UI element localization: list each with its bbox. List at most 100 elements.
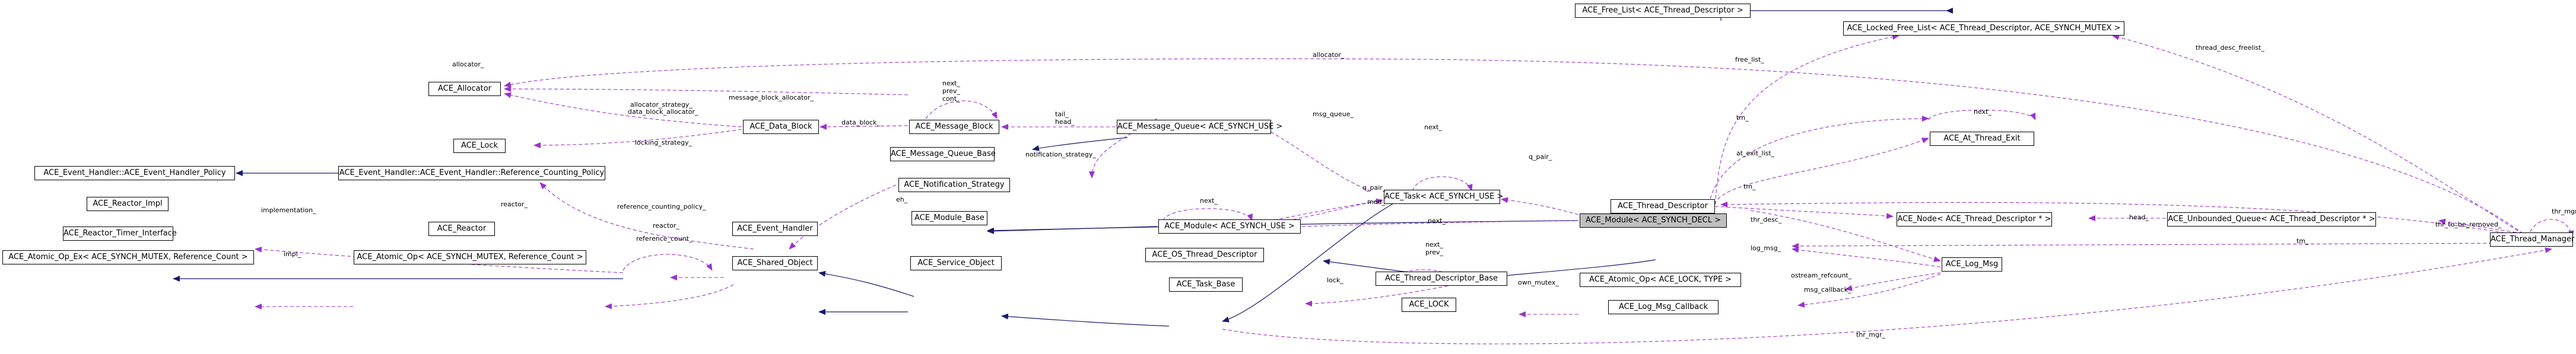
label-data-block: data_block_ bbox=[841, 119, 880, 126]
label-reference-counting-policy: reference_counting_policy_ bbox=[617, 203, 706, 211]
edge-uq-tm bbox=[2438, 218, 2529, 235]
edge-task-self bbox=[1412, 176, 1473, 192]
label-next-at: next_ bbox=[1974, 108, 1991, 116]
edge-tm-self bbox=[2527, 219, 2574, 238]
node-log-msg[interactable]: ACE_Log_Msg bbox=[1942, 257, 2002, 272]
label-msg-queue: msg_queue_ bbox=[1313, 110, 1354, 118]
label-allocator-strategy: allocator_strategy_ bbox=[630, 101, 693, 109]
label-ostream-refcount: ostream_refcount_ bbox=[1791, 272, 1852, 279]
label-log-msg: log_msg_ bbox=[1751, 244, 1781, 252]
label-reactor-self: reactor_ bbox=[501, 200, 528, 208]
edge-decl-task bbox=[1501, 197, 1579, 215]
node-message-queue[interactable]: ACE_Message_Queue< ACE_SYNCH_USE > bbox=[1117, 120, 1282, 134]
label-next-mod-decl: next_ bbox=[1428, 217, 1446, 225]
label-reactor: reactor_ bbox=[653, 222, 679, 229]
edge-tm-td-mid bbox=[1720, 201, 2529, 238]
label-allocator-top: allocator_ bbox=[1313, 51, 1345, 59]
edge-tm-td-bottom bbox=[1792, 243, 2523, 249]
node-eh-policy[interactable]: ACE_Event_Handler::ACE_Event_Handler_Pol… bbox=[34, 166, 235, 180]
node-locked-free-list[interactable]: ACE_Locked_Free_List< ACE_Thread_Descrip… bbox=[1843, 21, 2124, 36]
node-data-block[interactable]: ACE_Data_Block bbox=[743, 120, 819, 134]
label-tm-mid: tm_ bbox=[1743, 183, 1756, 190]
label-reference-count: reference_count_ bbox=[636, 235, 693, 243]
label-thr-to-be-removed: thr_to_be_removed_ bbox=[2435, 221, 2502, 228]
label-head: head_ bbox=[2129, 213, 2149, 221]
edge-taskbase-tm bbox=[1222, 247, 2552, 345]
edge-tdb-self bbox=[1394, 269, 1454, 279]
label-message-block-allocator: message_block_allocator_ bbox=[729, 94, 814, 101]
edge-freelist-tm bbox=[2112, 34, 2529, 238]
label-at-exit-list: at_exit_list_ bbox=[1736, 149, 1775, 157]
node-notification-strategy[interactable]: ACE_Notification_Strategy bbox=[898, 178, 1010, 192]
node-atomic-op-ex[interactable]: ACE_Atomic_Op_Ex< ACE_SYNCH_MUTEX, Refer… bbox=[2, 250, 254, 264]
node-atomic-op-sync[interactable]: ACE_Atomic_Op< ACE_SYNCH_MUTEX, Referenc… bbox=[354, 250, 586, 264]
node-reactor-impl[interactable]: ACE_Reactor_Impl bbox=[87, 197, 169, 211]
label-eh: eh_ bbox=[896, 196, 908, 203]
label-next-prev-tdb: next_ prev_ bbox=[1425, 241, 1444, 256]
label-locking-strategy: locking_strategy_ bbox=[635, 139, 693, 146]
label-allocator: allocator_ bbox=[452, 60, 484, 68]
node-atomic-op-lock[interactable]: ACE_Atomic_Op< ACE_LOCK, TYPE > bbox=[1580, 273, 1741, 287]
node-node-td[interactable]: ACE_Node< ACE_Thread_Descriptor * > bbox=[1897, 212, 2052, 227]
label-own-mutex: own_mutex_ bbox=[1518, 279, 1559, 286]
node-service-object[interactable]: ACE_Service_Object bbox=[910, 256, 1002, 270]
label-lock: lock_ bbox=[1327, 276, 1343, 284]
label-free-list: free_list_ bbox=[1735, 56, 1764, 63]
edge-task-mod-use bbox=[1252, 200, 1383, 226]
node-eh-ref-policy[interactable]: ACE_Event_Handler::ACE_Event_Handler::Re… bbox=[338, 166, 605, 180]
edge-logmsg-td bbox=[1792, 247, 1941, 267]
label-tm-td: tm_ bbox=[2297, 237, 2309, 245]
node-task[interactable]: ACE_Task< ACE_SYNCH_USE > bbox=[1384, 190, 1503, 204]
edge-free-list-inherit bbox=[1720, 8, 1953, 21]
label-tm-top: tm_ bbox=[1736, 114, 1749, 122]
edge-lock-tdb bbox=[1305, 285, 1449, 307]
edge-module-base-use bbox=[987, 226, 1158, 234]
edge-allocator-db bbox=[504, 92, 742, 127]
edge-free-list-td bbox=[1714, 34, 1900, 205]
node-task-base[interactable]: ACE_Task_Base bbox=[1169, 278, 1243, 292]
label-notification-strategy: notification_strategy_ bbox=[1025, 151, 1096, 158]
edge-mod-use-self bbox=[1162, 208, 1253, 221]
label-tail-head: tail_ head_ bbox=[1055, 110, 1075, 126]
node-thread-descriptor-base[interactable]: ACE_Thread_Descriptor_Base bbox=[1376, 272, 1507, 286]
edge-reactor-self bbox=[622, 254, 713, 271]
node-log-msg-callback[interactable]: ACE_Log_Msg_Callback bbox=[1608, 300, 1719, 314]
edge-at-td bbox=[1714, 138, 1929, 205]
edge-task-base-inherit bbox=[1222, 202, 1395, 323]
node-event-handler[interactable]: ACE_Event_Handler bbox=[732, 222, 818, 236]
node-lock[interactable]: ACE_Lock bbox=[453, 139, 506, 153]
edge-db-mb bbox=[820, 123, 909, 130]
edge-lock-db bbox=[533, 129, 742, 148]
node-ace-lock[interactable]: ACE_LOCK bbox=[1402, 298, 1456, 312]
edge-ns-mq bbox=[1089, 118, 1158, 178]
node-thread-descriptor[interactable]: ACE_Thread_Descriptor bbox=[1611, 199, 1715, 213]
label-implementation: implementation_ bbox=[261, 206, 316, 214]
label-thr-mgr: thr_mgr_ bbox=[1856, 331, 1886, 339]
node-module-decl[interactable]: ACE_Module< ACE_SYNCH_DECL > bbox=[1580, 213, 1727, 228]
label-q-pair-task: q_pair_ bbox=[1362, 184, 1386, 192]
node-reactor-timer[interactable]: ACE_Reactor_Timer_Interface bbox=[63, 227, 177, 241]
edge-td-logmsg bbox=[1750, 210, 1941, 262]
node-module-use[interactable]: ACE_Module< ACE_SYNCH_USE > bbox=[1158, 219, 1301, 234]
node-allocator[interactable]: ACE_Allocator bbox=[428, 82, 501, 96]
edge-at-self bbox=[1928, 110, 2036, 120]
edge-tm-td-top bbox=[1708, 116, 1929, 205]
node-reactor[interactable]: ACE_Reactor bbox=[428, 222, 495, 236]
edge-event-handler-inherit bbox=[818, 270, 914, 297]
node-message-block[interactable]: ACE_Message_Block bbox=[909, 120, 999, 134]
node-os-thread-descriptor[interactable]: ACE_OS_Thread_Descriptor bbox=[1145, 248, 1264, 262]
label-msg-callback: msg_callback_ bbox=[1804, 286, 1851, 294]
label-q-pair: q_pair_ bbox=[1529, 153, 1552, 161]
node-shared-object[interactable]: ACE_Shared_Object bbox=[732, 256, 818, 270]
usage-edges bbox=[255, 34, 2574, 345]
label-next-mod-use: next_ bbox=[1200, 197, 1218, 205]
node-free-list[interactable]: ACE_Free_List< ACE_Thread_Descriptor > bbox=[1575, 4, 1751, 18]
node-thread-manager[interactable]: ACE_Thread_Manager bbox=[2490, 232, 2574, 247]
node-at-thread-exit[interactable]: ACE_At_Thread_Exit bbox=[1930, 132, 2034, 146]
edge-atomic-logmsg bbox=[1845, 272, 1941, 291]
node-unbounded-queue[interactable]: ACE_Unbounded_Queue< ACE_Thread_Descript… bbox=[2167, 212, 2376, 227]
edge-td-node bbox=[1714, 206, 1894, 219]
node-message-queue-base[interactable]: ACE_Message_Queue_Base bbox=[890, 147, 996, 161]
node-module-base[interactable]: ACE_Module_Base bbox=[911, 211, 987, 225]
